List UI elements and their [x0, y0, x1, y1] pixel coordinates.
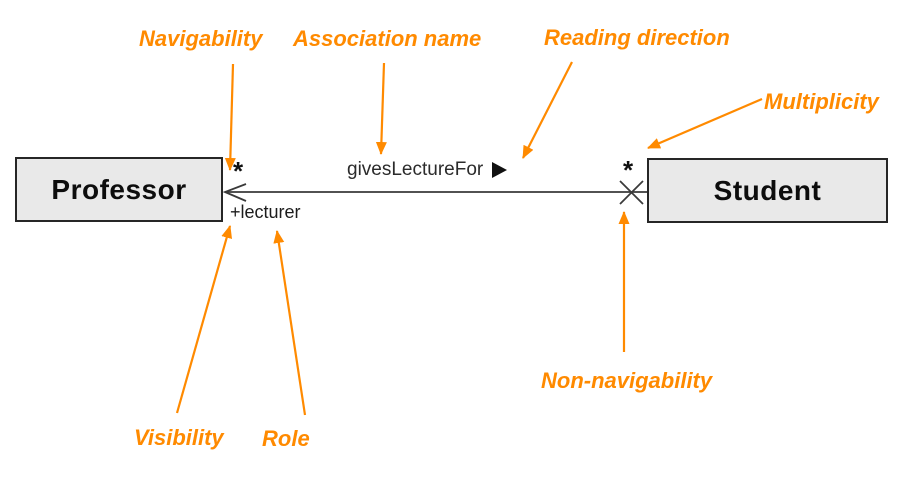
multiplicity-star-student-end: *: [623, 155, 634, 185]
multiplicity-star-professor-end: *: [233, 156, 244, 186]
annotation-label-reading-direction: Reading direction: [544, 25, 730, 50]
association-name-group: givesLectureFor: [347, 159, 508, 180]
annotation-arrow-visibility: [175, 225, 233, 414]
class-name-professor: Professor: [51, 173, 187, 205]
annotation-label-role: Role: [262, 426, 310, 451]
annotation-label-multiplicity: Multiplicity: [764, 89, 879, 114]
annotation-label-association-name: Association name: [293, 26, 482, 51]
association-name-label: givesLectureFor: [347, 159, 484, 180]
annotation-arrow-association-name: [375, 62, 387, 155]
navigability-open-arrowhead: [222, 183, 247, 202]
annotation-label-non-navigability: Non-navigability: [541, 368, 713, 393]
annotation-arrow-reading-direction: [522, 61, 573, 159]
annotation-arrow-role: [273, 230, 307, 416]
class-box-professor: Professor: [15, 157, 223, 222]
annotation-arrow-navigability: [224, 63, 236, 171]
reading-direction-icon: [492, 161, 508, 178]
role-label: +lecturer: [230, 202, 301, 222]
annotation-label-visibility: Visibility: [134, 425, 224, 450]
class-box-student: Student: [647, 158, 888, 223]
annotation-label-navigability: Navigability: [139, 26, 263, 51]
class-name-student: Student: [713, 174, 822, 206]
annotation-arrow-multiplicity: [647, 97, 763, 150]
